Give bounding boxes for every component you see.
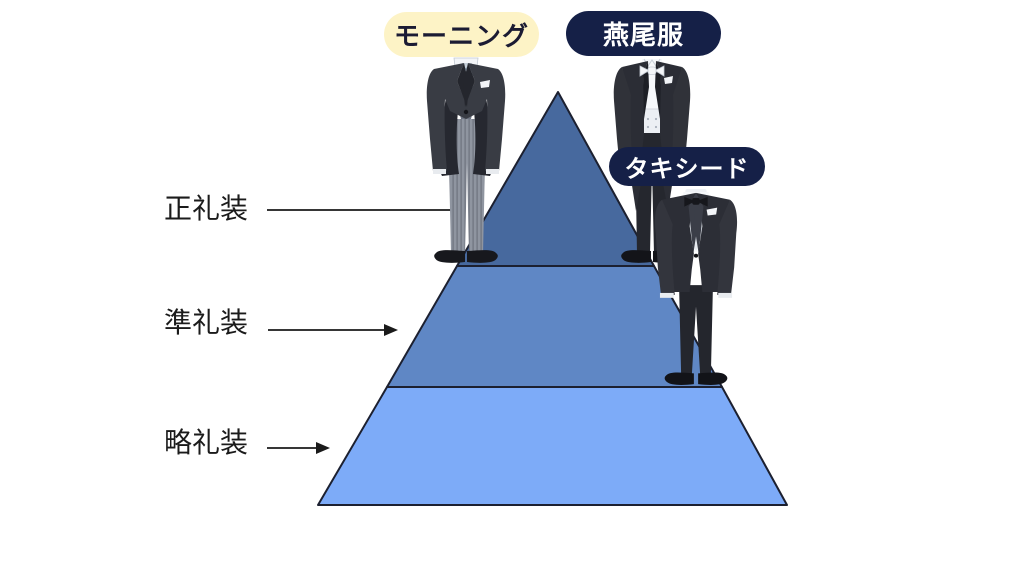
white-bow-tie-left	[639, 65, 650, 77]
left-sleeve	[613, 67, 633, 170]
left-shoe	[434, 250, 465, 263]
tuxedo-suit-icon	[654, 189, 738, 385]
arrowhead-casualformal	[316, 442, 330, 454]
pocket-square	[480, 80, 490, 88]
black-bow-tie-left	[684, 196, 696, 207]
right-lapel	[463, 63, 475, 107]
badge-morning-label: モーニング	[393, 21, 529, 51]
white-bow-tie-knot	[647, 66, 657, 75]
level-label-formal: 正礼装	[164, 193, 249, 224]
level-label-casualformal: 略礼装	[164, 427, 249, 458]
left-lapel	[643, 61, 649, 119]
coat-button	[463, 109, 469, 115]
waistcoat-button	[646, 117, 650, 121]
waistcoat-button	[654, 117, 658, 121]
level-label-semiformal: 準礼装	[164, 307, 249, 338]
waistcoat-button	[654, 125, 658, 129]
right-cuff	[718, 292, 733, 298]
coat-right-front-tail	[656, 61, 682, 211]
badge-tuxedo-label: タキシード	[624, 156, 750, 183]
waistcoat-button	[646, 125, 650, 129]
right-satin-lapel	[693, 192, 704, 254]
pocket-square	[664, 76, 673, 84]
coat-left-body	[426, 63, 467, 171]
badge-tuxedo: タキシード	[609, 147, 765, 186]
right-sleeve	[717, 199, 738, 295]
right-lapel	[655, 61, 661, 119]
trousers	[679, 285, 713, 377]
left-cuff	[433, 169, 446, 174]
pyramid-tier-bottom	[317, 386, 788, 506]
right-shoe	[467, 250, 498, 263]
pocket-square	[706, 207, 718, 216]
black-bow-tie-right	[696, 196, 708, 207]
black-bow-tie-knot	[692, 197, 700, 205]
morning-coat-suit-icon	[426, 57, 506, 263]
left-shoe	[621, 250, 651, 263]
left-cuff	[659, 292, 674, 298]
badge-morning: モーニング	[384, 12, 539, 57]
coat-left-front-tail	[622, 61, 648, 211]
badge-tailcoat: 燕尾服	[566, 11, 721, 56]
coat-right-body	[465, 63, 506, 171]
jacket-button	[693, 253, 699, 258]
right-sleeve	[671, 67, 691, 170]
white-bow-tie-right	[654, 65, 665, 77]
right-shoe	[698, 372, 728, 385]
right-cuff	[486, 169, 499, 174]
arrowhead-semiformal	[384, 324, 398, 336]
left-shoe	[664, 372, 694, 385]
left-sleeve	[654, 199, 675, 295]
badge-tailcoat-label: 燕尾服	[602, 20, 684, 50]
